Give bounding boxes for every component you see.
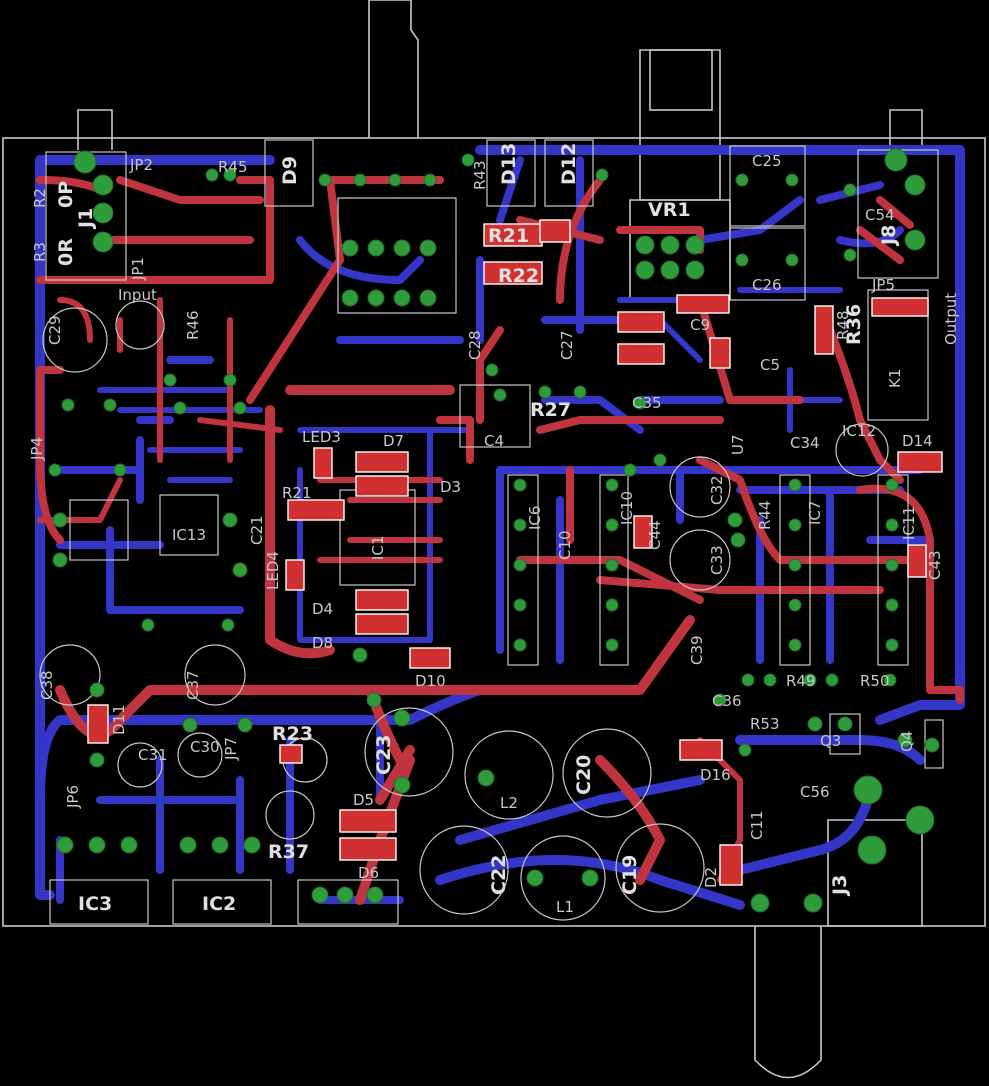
- label-ic12: IC12: [842, 422, 876, 440]
- label-d7: D7: [383, 432, 404, 450]
- label-q4: Q4: [898, 731, 916, 752]
- label-d16: D16: [700, 766, 731, 784]
- label-c30: C30: [190, 738, 220, 756]
- pads-and-vias: [48, 148, 940, 913]
- label-r21-top: R21: [488, 225, 529, 247]
- label-r3: R3: [31, 242, 49, 262]
- label-c37: C37: [184, 670, 202, 700]
- label-j3: J3: [829, 875, 851, 897]
- label-c54: C54: [865, 206, 895, 224]
- label-l1: L1: [556, 898, 574, 916]
- label-r45: R45: [218, 158, 248, 176]
- label-d13: D13: [498, 143, 520, 185]
- label-r2: R2: [31, 188, 49, 208]
- label-d4: D4: [312, 600, 333, 618]
- label-c5: C5: [760, 356, 780, 374]
- board-outline: [2, 137, 986, 927]
- label-r23: R23: [272, 723, 313, 745]
- label-ic1: IC1: [369, 536, 387, 560]
- smd-components: [87, 219, 943, 886]
- label-r21: R21: [282, 484, 312, 502]
- label-output: Output: [942, 293, 960, 345]
- label-ic2: IC2: [202, 893, 236, 915]
- label-input: Input: [118, 286, 157, 304]
- label-d11: D11: [110, 704, 128, 735]
- label-r50: R50: [860, 672, 890, 690]
- electrolytic-capacitors: [39, 300, 889, 921]
- label-c10: C10: [556, 530, 574, 560]
- label-r46: R46: [184, 310, 202, 340]
- label-c11: C11: [748, 810, 766, 840]
- label-d3: D3: [440, 478, 461, 496]
- label-r22: R22: [498, 265, 539, 287]
- label-c22: C22: [488, 855, 510, 895]
- label-r53: R53: [750, 715, 780, 733]
- label-ic10: IC10: [618, 491, 636, 525]
- label-ic3: IC3: [78, 893, 112, 915]
- label-jp4: JP4: [28, 437, 46, 461]
- label-c9: C9: [690, 316, 710, 334]
- label-c26: C26: [752, 276, 782, 294]
- label-c20: C20: [573, 755, 595, 795]
- label-c43: C43: [926, 550, 944, 580]
- label-q3: Q3: [820, 732, 841, 750]
- label-d10: D10: [415, 672, 446, 690]
- label-led3: LED3: [302, 428, 341, 446]
- mechanical-outlines: [77, 0, 923, 1079]
- label-jp7: JP7: [222, 737, 240, 761]
- label-c56: C56: [800, 783, 830, 801]
- label-r43: R43: [471, 160, 489, 190]
- label-c31: C31: [138, 746, 168, 764]
- label-c4: C4: [484, 432, 504, 450]
- label-d9: D9: [279, 156, 301, 185]
- label-0r: 0R: [55, 238, 77, 266]
- label-j8: J8: [878, 225, 900, 247]
- label-d14: D14: [902, 432, 933, 450]
- label-r48: R48: [834, 310, 852, 340]
- label-led4: LED4: [264, 551, 282, 590]
- component-outlines: [45, 139, 944, 925]
- label-u7: U7: [729, 434, 747, 455]
- label-d5: D5: [353, 791, 374, 809]
- label-ic11: IC11: [900, 506, 918, 540]
- label-c39: C39: [688, 635, 706, 665]
- label-jp1: JP1: [129, 257, 147, 281]
- label-ic7: IC7: [806, 501, 824, 525]
- label-ic6: IC6: [526, 506, 544, 530]
- label-jp6: JP6: [64, 785, 82, 809]
- label-r27: R27: [530, 399, 571, 421]
- label-vr1: VR1: [648, 199, 691, 221]
- label-d2: D2: [702, 867, 720, 888]
- label-d12: D12: [558, 143, 580, 185]
- label-c34: C34: [790, 434, 820, 452]
- label-c21: C21: [248, 515, 266, 545]
- label-c29: C29: [46, 315, 64, 345]
- label-c27: C27: [558, 330, 576, 360]
- label-c19: C19: [619, 855, 641, 895]
- label-c23: C23: [373, 735, 395, 775]
- label-j1: J1: [75, 208, 97, 230]
- label-c38: C38: [38, 670, 56, 700]
- label-c28: C28: [466, 330, 484, 360]
- label-d8: D8: [312, 634, 333, 652]
- silkscreen-labels: VR1 J1 J8 J3 R2 R3 0R 0P JP1 JP2 JP4 JP5…: [28, 143, 960, 916]
- label-c35: C35: [632, 394, 662, 412]
- label-c32: C32: [708, 475, 726, 505]
- label-r37: R37: [268, 841, 309, 863]
- label-0p: 0P: [55, 181, 77, 208]
- label-c33: C33: [708, 545, 726, 575]
- label-c36: C36: [712, 692, 742, 710]
- label-ic13: IC13: [172, 526, 206, 544]
- label-jp5: JP5: [871, 276, 895, 294]
- label-d6: D6: [358, 864, 379, 882]
- label-l2: L2: [500, 794, 518, 812]
- label-k1: K1: [886, 369, 904, 388]
- label-r49: R49: [786, 672, 816, 690]
- label-jp2: JP2: [129, 156, 153, 174]
- label-r44: R44: [756, 500, 774, 530]
- label-c25: C25: [752, 152, 782, 170]
- label-r36: R36: [843, 304, 865, 345]
- label-c44: C44: [646, 520, 664, 550]
